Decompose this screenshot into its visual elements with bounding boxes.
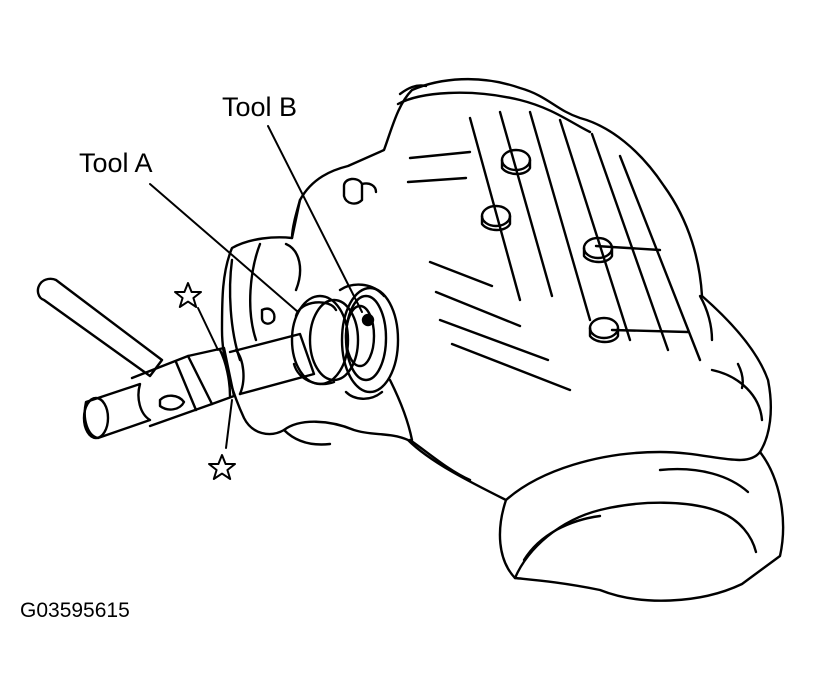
figure-code: G03595615 [20, 599, 130, 622]
star-leader-line [197, 307, 219, 351]
bolt-boss [582, 236, 614, 264]
tool-b-illustration [344, 304, 376, 368]
tool-a-illustration [36, 277, 360, 440]
tool-b-label: Tool B [222, 92, 298, 122]
bolt-boss [500, 148, 532, 176]
bolt-boss [480, 204, 512, 232]
tool-b-leader-line [267, 125, 363, 313]
bolt-boss [342, 177, 378, 205]
leader-lines [149, 125, 363, 449]
tool-a-leader-line [149, 183, 299, 313]
transfer-case-housing [220, 77, 785, 602]
tool-a-label: Tool A [79, 148, 153, 178]
star-icon [208, 454, 236, 480]
star-leader-line [225, 399, 233, 449]
bolt-boss [588, 316, 620, 344]
star-icon [174, 282, 202, 308]
